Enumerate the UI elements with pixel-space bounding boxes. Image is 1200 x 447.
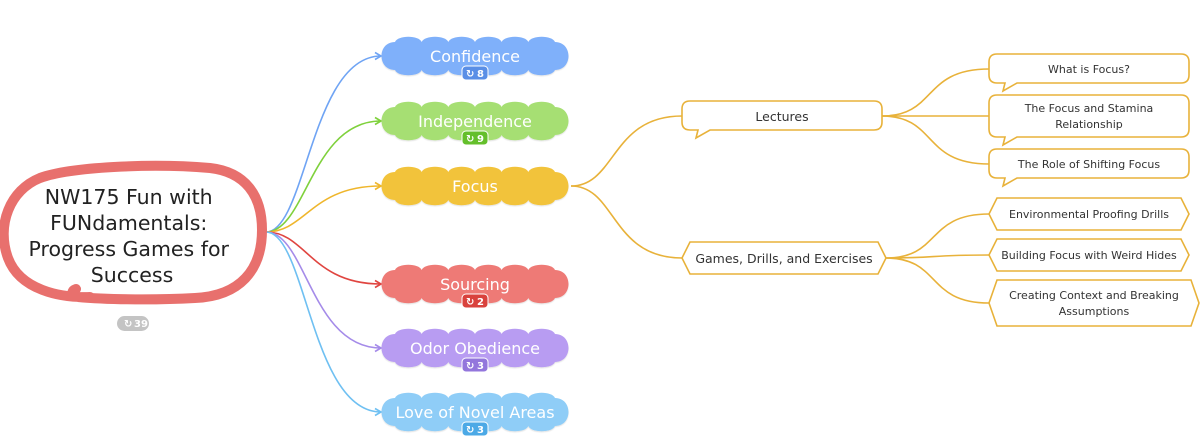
subtopic-environmental-proofing-drills[interactable]: Environmental Proofing Drills — [988, 197, 1190, 231]
branch-odor-obedience-cloud — [381, 328, 569, 368]
branch-sourcing-count-badge[interactable]: ↻2 — [461, 293, 489, 309]
branch-confidence-count: 8 — [477, 69, 484, 80]
root-title-line-3: Progress Games for — [29, 237, 230, 261]
branch-confidence[interactable]: Confidence↻8 — [381, 36, 569, 81]
link-icon: ↻ — [466, 69, 474, 80]
branch-sourcing-cloud — [381, 264, 569, 304]
branch-love-of-novel-areas-cloud — [381, 392, 569, 432]
topic-games-drills-and-exercises-label: Games, Drills, and Exercises — [695, 251, 872, 266]
subtopic-environmental-proofing-drills-label: Environmental Proofing Drills — [1009, 208, 1169, 221]
branch-independence-cloud — [381, 101, 569, 141]
subtopic-building-focus-with-weird-hides-line-1: Building Focus with Weird Hides — [1001, 249, 1177, 262]
subtopic-building-focus-with-weird-hides-label: Building Focus with Weird Hides — [1001, 249, 1177, 262]
branch-odor-obedience-count: 3 — [477, 361, 484, 372]
subtopic-creating-context-and-breaking-assumptions-line-2: Assumptions — [1059, 305, 1130, 318]
root-title-line-4: Success — [91, 263, 174, 287]
subtopic-the-role-of-shifting-focus-label: The Role of Shifting Focus — [1017, 158, 1160, 171]
subtopic-environmental-proofing-drills-shape — [988, 197, 1190, 231]
branch-sourcing[interactable]: Sourcing↻2 — [381, 264, 569, 309]
topic-lectures-shape — [681, 100, 883, 140]
topic-lectures[interactable]: Lectures — [681, 100, 883, 140]
connector-games-drills-and-exercises — [570, 185, 683, 259]
main-branches: Confidence↻8Independence↻9FocusSourcing↻… — [381, 36, 569, 437]
subtopic-the-role-of-shifting-focus-shape — [988, 148, 1190, 188]
branch-focus-cloud — [381, 166, 569, 206]
branch-independence-count: 9 — [477, 134, 484, 145]
connector-love-of-novel-areas — [265, 231, 382, 413]
root-title-line-2: FUNdamentals: — [50, 211, 207, 235]
subtopic-what-is-focus[interactable]: What is Focus? — [988, 53, 1190, 93]
root-count: 39 — [134, 319, 148, 330]
subtopic-the-focus-and-stamina-relationship-line-2: Relationship — [1055, 118, 1123, 131]
subtopic-the-role-of-shifting-focus-line-1: The Role of Shifting Focus — [1017, 158, 1160, 171]
topic-games-drills-and-exercises-shape — [681, 241, 887, 275]
link-icon: ↻ — [124, 319, 132, 330]
subtopic-creating-context-and-breaking-assumptions-line-1: Creating Context and Breaking — [1009, 289, 1179, 302]
connector-lectures — [570, 115, 683, 187]
link-icon: ↻ — [466, 297, 474, 308]
branch-sourcing-label: Sourcing — [440, 275, 510, 294]
subtopic-building-focus-with-weird-hides-shape — [988, 238, 1190, 272]
subtopic-environmental-proofing-drills-line-1: Environmental Proofing Drills — [1009, 208, 1169, 221]
root-topic[interactable]: NW175 Fun with FUNdamentals: Progress Ga… — [0, 160, 267, 331]
branch-independence-label: Independence — [418, 112, 532, 131]
root-topic-outline — [0, 160, 267, 305]
connector-focus — [265, 185, 382, 233]
connector-independence — [265, 120, 382, 233]
connector-arrow-odor-obedience — [374, 343, 383, 353]
connector-arrow-focus — [374, 181, 383, 191]
root-topic-title: NW175 Fun with FUNdamentals: Progress Ga… — [29, 185, 236, 287]
connector-odor-obedience — [265, 231, 382, 349]
branch-focus-label: Focus — [452, 177, 498, 196]
branch-confidence-label: Confidence — [430, 47, 520, 66]
connector-arrow-love-of-novel-areas — [374, 407, 383, 417]
link-icon: ↻ — [466, 134, 474, 145]
branch-confidence-count-badge[interactable]: ↻8 — [461, 65, 489, 81]
connector-creating-context-and-breaking-assumptions — [885, 257, 990, 304]
root-title-line-1: NW175 Fun with — [45, 185, 213, 209]
connector-sourcing — [265, 231, 382, 285]
subtopic-what-is-focus-label: What is Focus? — [1048, 63, 1130, 76]
focus-subtree: Lectures What is Focus? The Focus and Stam… — [570, 53, 1200, 327]
branch-love-of-novel-areas[interactable]: Love of Novel Areas↻3 — [381, 392, 569, 437]
branch-love-of-novel-areas-label: Love of Novel Areas — [395, 403, 554, 422]
subtopic-the-focus-and-stamina-relationship-shape — [988, 94, 1190, 147]
branch-odor-obedience-count-badge[interactable]: ↻3 — [461, 357, 489, 373]
topic-lectures-label: Lectures — [755, 109, 808, 124]
subtopic-building-focus-with-weird-hides[interactable]: Building Focus with Weird Hides — [988, 238, 1190, 272]
subtopic-what-is-focus-shape — [988, 53, 1190, 93]
connector-arrow-confidence — [374, 51, 383, 61]
branch-odor-obedience-label: Odor Obedience — [410, 339, 540, 358]
link-icon: ↻ — [466, 361, 474, 372]
branch-confidence-cloud — [381, 36, 569, 76]
subtopic-creating-context-and-breaking-assumptions-shape — [988, 279, 1200, 327]
connector-arrow-independence — [374, 116, 383, 126]
branch-independence-count-badge[interactable]: ↻9 — [461, 130, 489, 146]
branch-sourcing-count: 2 — [477, 297, 484, 308]
branch-love-of-novel-areas-count: 3 — [477, 425, 484, 436]
root-count-badge[interactable]: ↻ 39 — [117, 316, 149, 331]
subtopic-the-role-of-shifting-focus[interactable]: The Role of Shifting Focus — [988, 148, 1190, 188]
connector-arrow-sourcing — [374, 279, 383, 289]
connector-environmental-proofing-drills — [885, 213, 990, 259]
topic-games-drills-and-exercises[interactable]: Games, Drills, and Exercises — [681, 241, 887, 275]
branch-love-of-novel-areas-count-badge[interactable]: ↻3 — [461, 421, 489, 437]
connector-the-role-of-shifting-focus — [881, 115, 990, 165]
branch-focus[interactable]: Focus — [381, 166, 569, 206]
connector-confidence — [265, 55, 382, 233]
branch-odor-obedience[interactable]: Odor Obedience↻3 — [381, 328, 569, 373]
connector-what-is-focus — [881, 68, 990, 117]
connector-building-focus-with-weird-hides — [885, 254, 990, 259]
subtopic-what-is-focus-line-1: What is Focus? — [1048, 63, 1130, 76]
branch-independence[interactable]: Independence↻9 — [381, 101, 569, 146]
connector-lines — [265, 51, 383, 417]
link-icon: ↻ — [466, 425, 474, 436]
subtopic-the-focus-and-stamina-relationship-line-1: The Focus and Stamina — [1024, 102, 1154, 115]
